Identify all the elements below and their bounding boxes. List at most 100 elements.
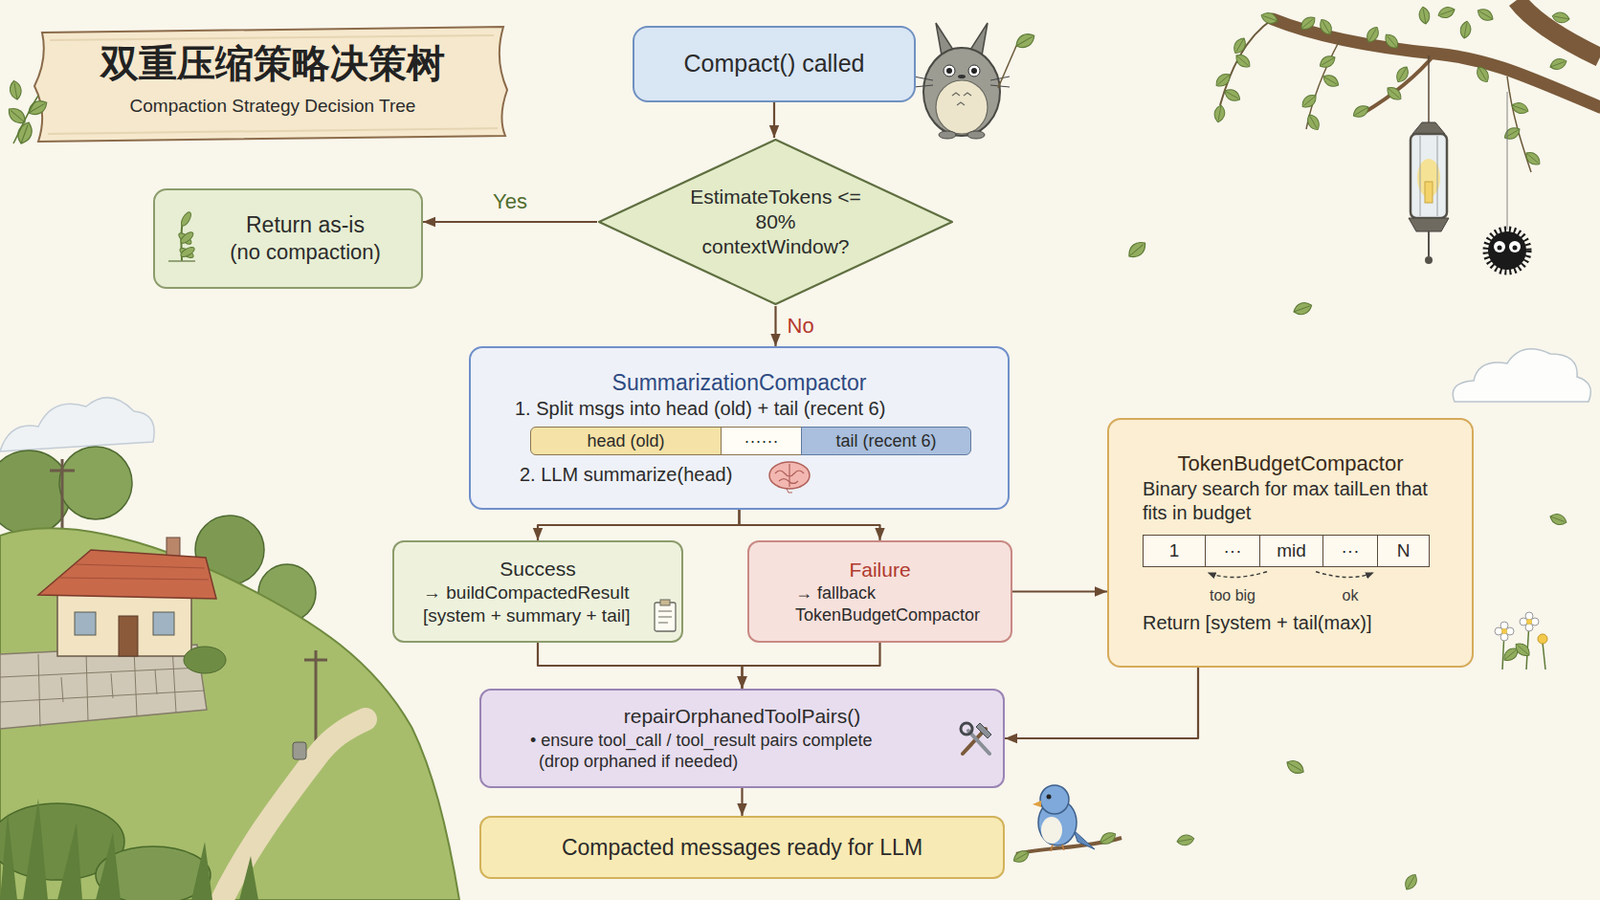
process-text: Return [system + tail(max)] xyxy=(1142,611,1373,636)
flowers xyxy=(1525,612,1534,621)
title-banner xyxy=(13,95,39,144)
result-text: Compacted messages ready for LLM xyxy=(561,834,923,863)
branch-text: → fallback TokenBudgetCompactor xyxy=(795,582,995,626)
tree xyxy=(1304,111,1322,133)
clip-icon xyxy=(654,602,676,632)
search-arrows xyxy=(1208,572,1268,578)
landscape xyxy=(0,799,259,900)
title-banner xyxy=(8,79,23,101)
landscape xyxy=(38,550,217,600)
edge-label: No xyxy=(783,313,819,339)
bird xyxy=(1041,817,1063,845)
cell-text: mid xyxy=(1276,539,1307,563)
tree xyxy=(1259,10,1280,26)
tree xyxy=(1320,71,1341,89)
search-note: too big xyxy=(1209,586,1256,605)
totoro xyxy=(952,92,972,106)
flowers xyxy=(1494,612,1548,670)
flowers xyxy=(1531,618,1539,626)
array-cell: N xyxy=(1377,534,1430,568)
lantern xyxy=(1408,218,1449,232)
tree xyxy=(1502,124,1523,142)
brain-icon xyxy=(786,488,793,493)
totoro xyxy=(967,131,985,139)
totoro xyxy=(943,65,956,77)
title-banner xyxy=(34,26,508,142)
tree xyxy=(1222,86,1243,104)
tools-icon xyxy=(976,723,992,739)
tree xyxy=(1272,19,1600,108)
lantern xyxy=(1424,181,1433,203)
bird xyxy=(1011,785,1122,867)
sprig-icon xyxy=(178,244,196,259)
clip-icon xyxy=(658,611,672,623)
bird xyxy=(1097,829,1118,847)
flowers xyxy=(1519,618,1528,626)
clip-icon xyxy=(660,600,670,606)
flow-arrow xyxy=(1004,667,1199,739)
tree xyxy=(1299,91,1320,112)
landscape xyxy=(0,646,205,728)
soot-sprite xyxy=(1493,241,1506,253)
tools-icon xyxy=(960,723,973,735)
landscape xyxy=(0,398,155,452)
cell-text: N xyxy=(1397,539,1411,563)
totoro xyxy=(971,67,978,74)
flow-arrow xyxy=(1012,590,1108,593)
fallback-box: TokenBudgetCompactorBinary search for ma… xyxy=(1107,418,1474,668)
flow-arrow xyxy=(537,510,740,541)
falling-leaves xyxy=(1284,757,1307,778)
falling-leaves xyxy=(1125,238,1150,262)
title-banner xyxy=(25,97,50,119)
tree xyxy=(1220,19,1273,106)
totoro xyxy=(998,45,1017,89)
step-text: 1. Split msgs into head (old) + tail (re… xyxy=(514,397,886,422)
tree xyxy=(1475,5,1496,23)
landscape xyxy=(183,646,226,674)
bird xyxy=(1050,844,1065,852)
soot-sprite xyxy=(1512,245,1518,251)
flowers xyxy=(1537,634,1548,645)
landscape xyxy=(118,616,138,657)
success-box: Success→ buildCompactedResult [system + … xyxy=(392,540,684,644)
tree xyxy=(1351,102,1372,120)
falling-leaves xyxy=(1548,511,1569,528)
lantern xyxy=(1427,55,1430,123)
sprig-icon xyxy=(178,210,193,227)
lantern xyxy=(1424,256,1433,265)
array-cell: 1 xyxy=(1142,534,1206,568)
flow-arrow xyxy=(773,102,776,138)
falling-leaves xyxy=(1176,834,1196,847)
step-text: 2. LLM summarize(head) xyxy=(519,463,733,488)
segment-row: head (old)······tail (recent 6) xyxy=(530,426,972,456)
branch-text: → buildCompactedResult [system + summary… xyxy=(422,581,649,628)
totoro xyxy=(1013,30,1038,52)
flowers xyxy=(1526,619,1533,625)
brain-icon xyxy=(775,464,804,488)
landscape xyxy=(0,644,207,730)
flowers xyxy=(1512,640,1534,660)
tree xyxy=(1213,70,1234,90)
tree xyxy=(1317,52,1338,70)
lantern xyxy=(1410,133,1447,219)
totoro xyxy=(913,22,1038,139)
title-banner xyxy=(49,35,494,41)
terminal-box: Return as-is(no compaction) xyxy=(153,188,423,289)
branch-title: Success xyxy=(499,556,576,582)
process-text: Binary search for max tailLen that fits … xyxy=(1142,477,1445,526)
repair-box: repairOrphanedToolPairs()• ensure tool_c… xyxy=(479,688,1005,789)
tree xyxy=(1384,84,1405,104)
tools-icon xyxy=(968,731,990,755)
flow-arrow xyxy=(774,306,777,347)
flow-arrow xyxy=(739,510,881,541)
cell-text: ··· xyxy=(1223,539,1243,563)
tree xyxy=(1363,24,1381,45)
sprig-icon xyxy=(168,260,196,263)
failure-box: Failure→ fallback TokenBudgetCompactor xyxy=(747,540,1013,644)
brain-icon xyxy=(769,462,810,489)
tree xyxy=(1316,17,1334,38)
flowers xyxy=(1506,627,1514,636)
tree xyxy=(1551,11,1571,24)
process-box: SummarizationCompactor1. Split msgs into… xyxy=(468,346,1010,511)
start-box: Compact() called xyxy=(632,25,916,103)
